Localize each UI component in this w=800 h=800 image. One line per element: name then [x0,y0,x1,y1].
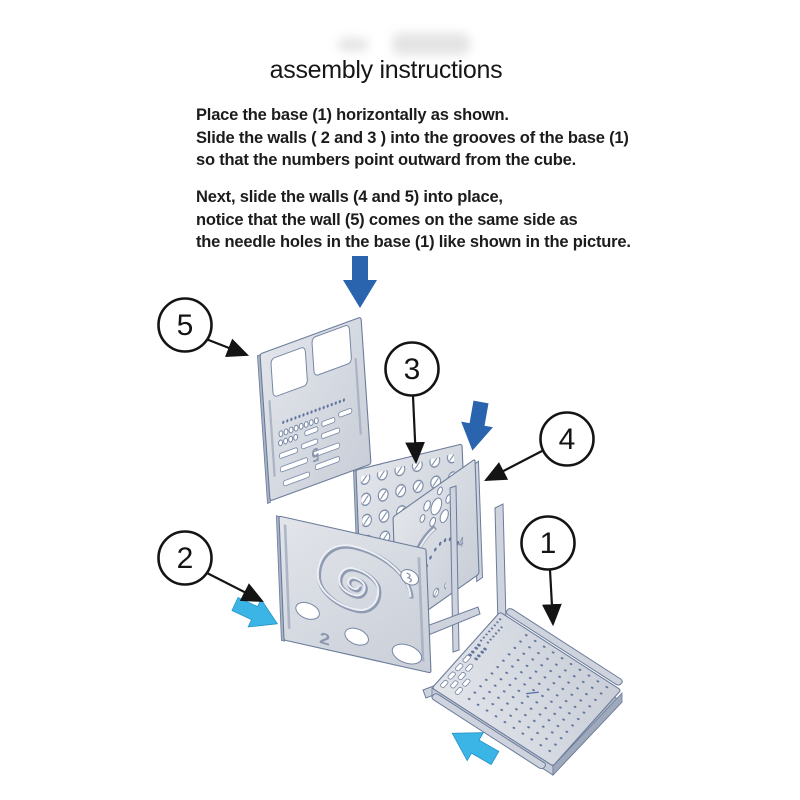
insert-arrow-wall5 [343,256,377,308]
instruction-line: Next, slide the walls (4 and 5) into pla… [196,188,503,206]
oval-cutout [345,626,369,647]
window-cutout [312,324,352,376]
callout-label: 3 [404,353,421,386]
window-cutout [271,347,308,398]
callout-3: 3 [384,341,440,465]
callout-5: 5 [157,297,250,358]
instruction-paragraph-1: Place the base (1) horizontally as shown… [196,104,629,172]
spiral-engraving [316,538,412,623]
wall-5-panel: 5 [257,317,371,503]
base-board [431,605,627,777]
center-mark [526,688,539,699]
base-rail [505,608,624,687]
slot-cutouts [278,408,355,487]
callout-label: 4 [559,423,576,456]
needle-slot-strip [439,618,503,697]
callout-label: 2 [177,542,194,575]
instruction-line: Slide the walls ( 2 and 3 ) into the gro… [196,128,629,147]
callout-4: 4 [484,411,595,482]
oval-cutout [296,600,320,621]
callout-label: 1 [540,527,557,560]
instruction-line: notice that the wall (5) comes on the sa… [196,210,578,229]
page-title: assembly instructions [269,56,503,84]
needle-hole-grid [460,629,615,758]
instruction-paragraph-2: Next, slide the walls (4 and 5) into pla… [196,186,631,254]
base-rail [431,693,547,770]
insert-arrow-wall4 [456,399,497,454]
watermark-smudge [338,38,368,51]
oval-cutout [392,641,422,666]
instruction-line: so that the numbers point outward from t… [196,151,576,169]
callout-label: 5 [177,309,194,342]
wall-4-number-marking: 4 [458,533,465,551]
instruction-line: Place the base (1) horizontally as shown… [196,106,509,124]
instruction-line: the needle holes in the base (1) like sh… [196,233,631,251]
wall-5-number-marking: 5 [311,442,320,466]
callout-1: 1 [520,515,576,627]
wall-2-number-marking: 2 [319,629,331,650]
watermark-smudge [392,33,470,55]
needle-hole-rows [277,398,345,446]
callout-2: 2 [157,530,264,602]
wall-2-panel: 2 [276,515,431,674]
